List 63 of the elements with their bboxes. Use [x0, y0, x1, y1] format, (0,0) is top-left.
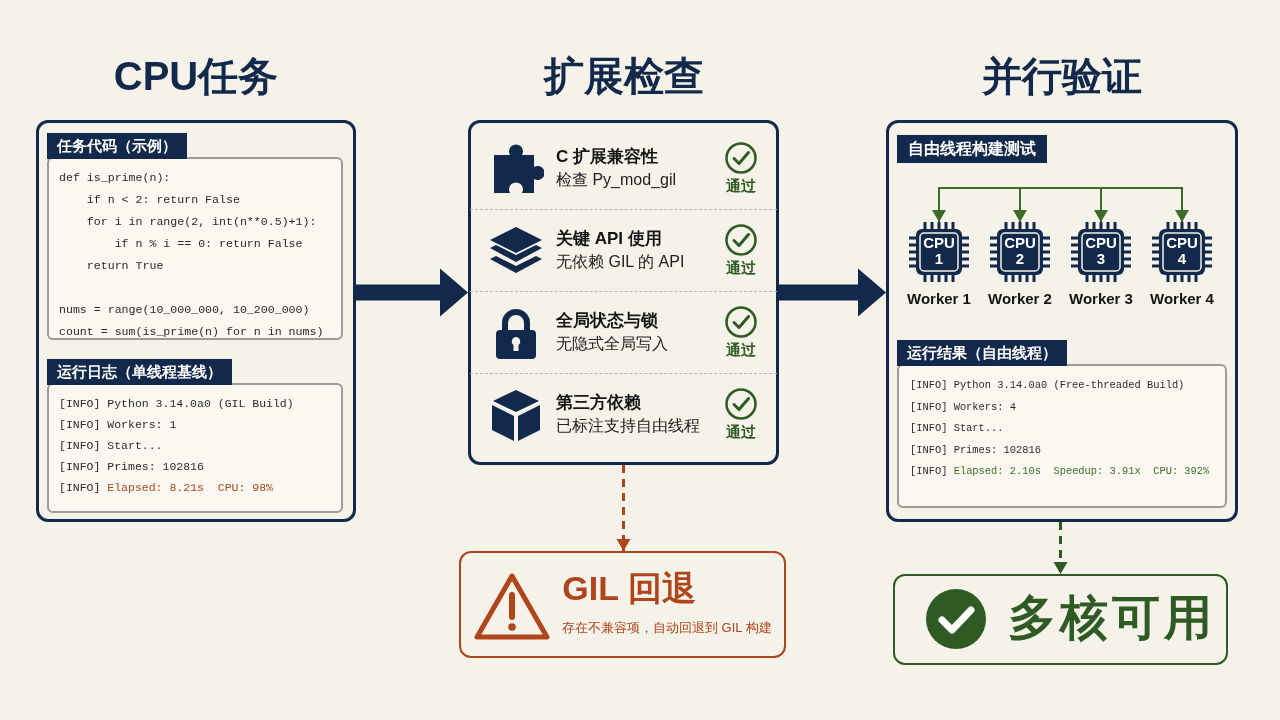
- code-line: if n < 2: return False: [86, 193, 240, 206]
- arrow: [932, 187, 946, 223]
- log-value: Elapsed: 2.10s: [953, 465, 1041, 477]
- code-line: [INFO] Start...: [59, 439, 163, 452]
- status-label: 通过: [726, 341, 756, 360]
- status-label: 通过: [726, 177, 756, 196]
- chip-label: CPU 1: [922, 235, 956, 267]
- worker-label: Worker 3: [1068, 290, 1134, 307]
- code-line: def is_prime(n):: [59, 171, 171, 184]
- code-line: return True: [86, 259, 164, 272]
- code-line: [INFO] Workers: 4: [910, 400, 1016, 413]
- code-line: [INFO] Primes: 102816: [910, 443, 1041, 456]
- arrow: [1013, 187, 1027, 223]
- panel-title: 并行验证: [982, 53, 1142, 99]
- arrow: [616, 465, 631, 551]
- check-title: 全局状态与锁: [556, 310, 658, 332]
- result-title: 多核可用: [1008, 590, 1216, 646]
- connector-line: [938, 187, 1183, 189]
- log-value: CPU: 98%: [217, 481, 273, 494]
- chip-label: CPU 3: [1084, 235, 1118, 267]
- arrow: [356, 268, 468, 317]
- code-line: count = sum(is_prime(n) for n in nums): [59, 325, 324, 338]
- log-value: Elapsed: 8.21s: [107, 481, 204, 494]
- check-description: 已标注支持自由线程: [556, 416, 700, 436]
- alert-description: 存在不兼容项，自动回退到 GIL 构建: [562, 619, 772, 637]
- log-prefix: [INFO]: [59, 481, 101, 494]
- result-box: [893, 574, 1228, 665]
- tab-label: 自由线程构建测试: [897, 135, 1047, 163]
- log-value: Speedup: 3.91x: [1053, 465, 1141, 477]
- tab-label: 任务代码（示例）: [47, 133, 187, 159]
- chip-label: CPU 4: [1165, 235, 1199, 267]
- status-label: 通过: [726, 423, 756, 442]
- arrow: [1094, 187, 1108, 223]
- check-title: 关键 API 使用: [556, 228, 662, 250]
- code-line: [INFO] Primes: 102816: [59, 460, 204, 473]
- check-description: 无隐式全局写入: [556, 334, 668, 354]
- worker-label: Worker 2: [987, 290, 1053, 307]
- arrow: [1175, 187, 1189, 223]
- alert-box: [459, 551, 786, 658]
- code-line: for i in range(2, int(n**0.5)+1):: [86, 215, 317, 228]
- code-line: [INFO] Workers: 1: [59, 418, 177, 431]
- code-line: [INFO] Python 3.14.0a0 (Free-threaded Build): [910, 379, 1185, 391]
- check-title: 第三方依赖: [556, 392, 641, 414]
- worker-label: Worker 1: [906, 290, 972, 307]
- code-line: [INFO] Start...: [910, 422, 1004, 434]
- check-description: 无依赖 GIL 的 API: [556, 252, 685, 272]
- code-line: if n % i == 0: return False: [114, 237, 303, 250]
- check-description: 检查 Py_mod_gil: [556, 170, 677, 190]
- chip-label: CPU 2: [1003, 235, 1037, 267]
- code-line: [INFO] Python 3.14.0a0 (GIL Build): [59, 397, 294, 410]
- tab-label: 运行结果（自由线程）: [897, 340, 1067, 366]
- arrow: [1053, 522, 1068, 574]
- log-prefix: [INFO]: [910, 465, 948, 477]
- worker-label: Worker 4: [1149, 290, 1215, 307]
- panel-title: 扩展检查: [543, 53, 704, 99]
- status-label: 通过: [726, 259, 756, 278]
- arrow: [779, 268, 886, 317]
- log-value: CPU: 392%: [1153, 465, 1210, 477]
- alert-title: GIL 回退: [562, 568, 696, 609]
- tab-label: 运行日志（单线程基线）: [47, 359, 232, 385]
- panel-title: CPU任务: [113, 53, 279, 99]
- check-title: C 扩展兼容性: [556, 146, 658, 168]
- code-line: nums = range(10_000_000, 10_200_000): [59, 303, 310, 316]
